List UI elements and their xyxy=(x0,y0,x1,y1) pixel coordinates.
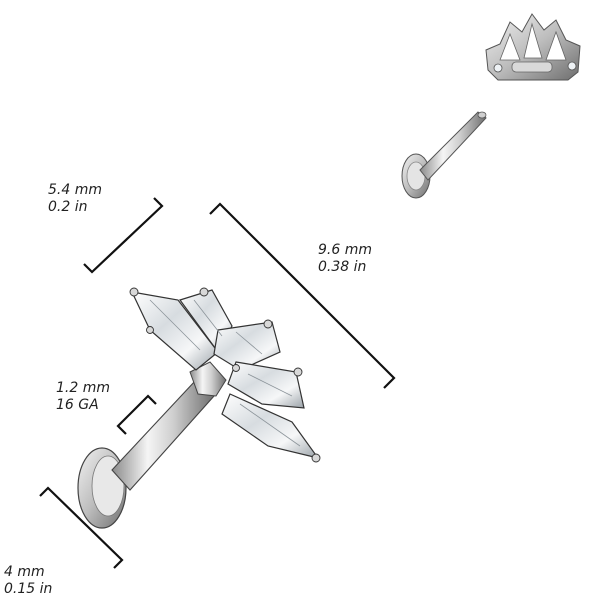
length-bracket xyxy=(209,202,396,389)
length-mm: 9.6 mm xyxy=(318,242,372,258)
top-width-label: 5.4 mm 0.2 in xyxy=(48,182,102,216)
gauge-ga: 16 GA xyxy=(56,397,99,413)
length-in: 0.38 in xyxy=(318,259,367,275)
main-jewelry-image xyxy=(77,287,321,529)
top-width-mm: 5.4 mm xyxy=(48,182,102,198)
disc-in: 0.15 in xyxy=(4,581,53,597)
disc-mm: 4 mm xyxy=(4,564,45,580)
disc-label: 4 mm 0.15 in xyxy=(4,564,52,598)
top-width-in: 0.2 in xyxy=(48,199,88,215)
gauge-bracket xyxy=(116,394,157,435)
length-label: 9.6 mm 0.38 in xyxy=(318,242,372,276)
dimension-lines xyxy=(39,197,396,569)
top-width-bracket xyxy=(83,197,164,274)
gauge-mm: 1.2 mm xyxy=(56,380,110,396)
gauge-label: 1.2 mm 16 GA xyxy=(56,380,110,414)
disc-bracket xyxy=(39,486,124,569)
small-crown-top-image xyxy=(485,13,581,81)
small-labret-post-image xyxy=(401,111,487,199)
